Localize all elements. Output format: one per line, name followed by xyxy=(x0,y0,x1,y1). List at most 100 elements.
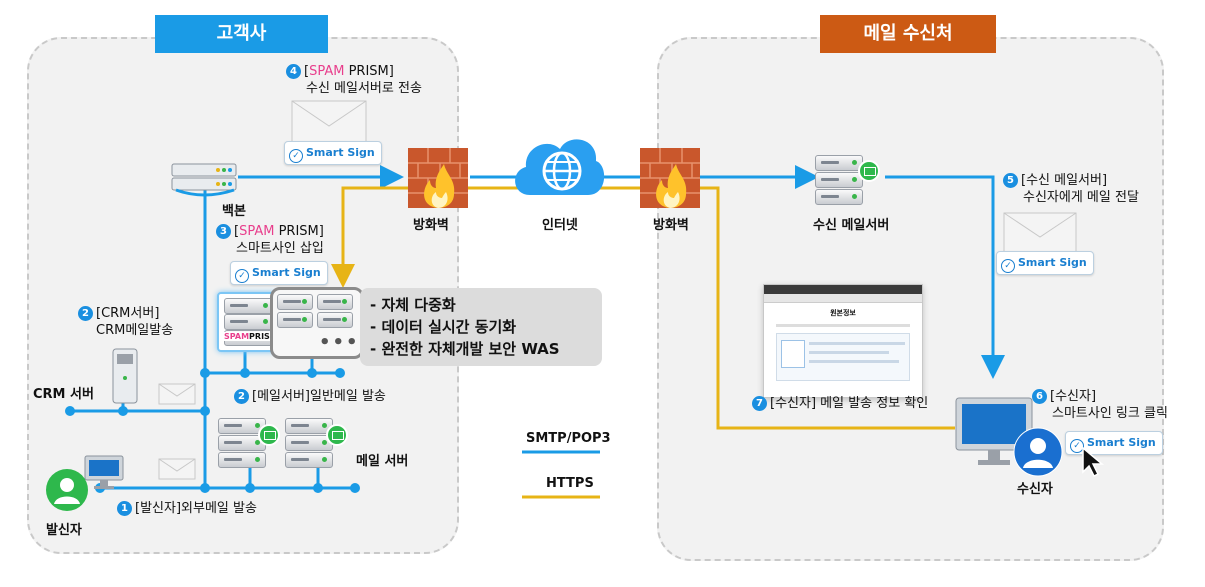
browser-address-bar xyxy=(764,294,922,303)
prism-server-unit xyxy=(277,294,313,310)
sender-label: 발신자 xyxy=(46,523,82,538)
smart-sign-badge-step6[interactable]: ✓Smart Sign xyxy=(1065,431,1163,455)
check-circle-icon: ✓ xyxy=(289,149,303,163)
step4-label: 4[SPAM PRISM] 수신 메일서버로 전송 xyxy=(286,63,422,97)
firewall-left-icon xyxy=(408,148,468,208)
feature-item: - 자체 다중화 xyxy=(370,296,456,314)
browser-smart-sign-icon xyxy=(781,340,805,368)
feature-item: - 완전한 자체개발 보안 WAS xyxy=(370,340,560,358)
step2a-label: 2[CRM서버] CRM메일발송 xyxy=(78,305,173,339)
smart-sign-label: Smart Sign xyxy=(252,266,321,279)
step5-line1: [수신 메일서버] xyxy=(1021,173,1108,188)
browser-page-title: 원본정보 xyxy=(830,309,856,317)
monitor-icon xyxy=(84,455,124,489)
envelope-icon xyxy=(1003,212,1077,254)
mail-server-mail-icon xyxy=(326,424,348,446)
step3-bracket: [ xyxy=(234,224,240,239)
smart-sign-badge-step3[interactable]: ✓Smart Sign xyxy=(230,261,328,285)
step4-bracket: [ xyxy=(304,64,310,79)
step1-text: [발신자]외부메일 발송 xyxy=(135,501,257,516)
more-dots-icon: ••• xyxy=(319,332,360,353)
firewall-right-label: 방화벽 xyxy=(653,218,689,233)
browser-text-line xyxy=(776,324,910,327)
receiver-monitor-icon xyxy=(955,397,1033,465)
internet-label: 인터넷 xyxy=(542,218,578,233)
smart-sign-badge-step4[interactable]: ✓Smart Sign xyxy=(284,141,382,165)
step6-number: 6 xyxy=(1032,389,1047,404)
prism-server-unit xyxy=(317,312,353,328)
spam-prism-cluster-box: ••• xyxy=(270,287,364,359)
step2b-number: 2 xyxy=(234,389,249,404)
step2a-line2: CRM메일발송 xyxy=(96,323,174,338)
sender-avatar-icon xyxy=(46,469,88,511)
prism-server-unit xyxy=(224,314,274,330)
backbone-switch-icon xyxy=(171,163,237,197)
crm-server-icon xyxy=(112,348,138,404)
crm-server-label: CRM 서버 xyxy=(33,387,94,402)
feature-item: - 데이터 실시간 동기화 xyxy=(370,318,517,336)
step3-number: 3 xyxy=(216,224,231,239)
internet-cloud-icon xyxy=(515,139,605,195)
step6-label: 6[수신자] 스마트사인 링크 클릭 xyxy=(1032,388,1168,422)
envelope-icon xyxy=(291,100,367,144)
internal-network xyxy=(70,190,355,490)
envelope-icon xyxy=(158,458,196,480)
firewall-left-label: 방화벽 xyxy=(413,218,449,233)
step1-number: 1 xyxy=(117,501,132,516)
smart-sign-badge-step5[interactable]: ✓Smart Sign xyxy=(996,251,1094,275)
step1-label: 1[발신자]외부메일 발송 xyxy=(117,500,257,517)
recv-server-mail-icon xyxy=(858,160,880,182)
feature-list: - 자체 다중화 - 데이터 실시간 동기화 - 완전한 자체개발 보안 WAS xyxy=(360,288,602,366)
step3-brand-spam: SPAM xyxy=(239,224,275,239)
step6-line1: [수신자] xyxy=(1050,389,1097,404)
spam-prism-logo: SPAMPRISM xyxy=(223,332,279,341)
mail-server-label: 메일 서버 xyxy=(356,454,409,469)
step4-brand-rest: PRISM] xyxy=(344,64,394,79)
step5-number: 5 xyxy=(1003,173,1018,188)
smart-sign-label: Smart Sign xyxy=(1087,436,1156,449)
smtp-line-to-receiver xyxy=(885,175,1005,379)
recv-server-label: 수신 메일서버 xyxy=(813,218,890,233)
browser-titlebar xyxy=(764,285,922,294)
step7-number: 7 xyxy=(752,396,767,411)
recv-server-unit-1 xyxy=(815,155,863,171)
recv-server-unit-2 xyxy=(815,172,863,188)
prism-server-unit xyxy=(224,298,274,314)
mail-server-unit xyxy=(285,452,333,468)
firewall-right-icon xyxy=(640,148,700,208)
step7-text: [수신자] 메일 발송 정보 확인 xyxy=(770,396,929,411)
envelope-icon xyxy=(158,383,196,405)
mail-server-unit xyxy=(218,452,266,468)
legend-smtp-label: SMTP/POP3 xyxy=(526,431,611,446)
smart-sign-label: Smart Sign xyxy=(306,146,375,159)
step3-line2: 스마트사인 삽입 xyxy=(236,241,324,256)
legend-https-label: HTTPS xyxy=(546,476,594,491)
receiver-label: 수신자 xyxy=(1017,482,1053,497)
mouse-cursor-icon xyxy=(1082,446,1105,478)
step2b-label: 2[메일서버]일반메일 발송 xyxy=(234,388,386,405)
step7-label: 7[수신자] 메일 발송 정보 확인 xyxy=(752,395,928,412)
check-circle-icon: ✓ xyxy=(235,269,249,283)
browser-text-line xyxy=(809,342,905,345)
recipient-zone-title: 메일 수신처 xyxy=(820,15,996,53)
receiver-avatar-icon xyxy=(1013,427,1063,477)
prism-server-unit xyxy=(277,312,313,328)
browser-text-line xyxy=(809,351,889,354)
step2a-number: 2 xyxy=(78,306,93,321)
step4-number: 4 xyxy=(286,64,301,79)
step4-line2: 수신 메일서버로 전송 xyxy=(306,81,422,96)
step2b-text: [메일서버]일반메일 발송 xyxy=(252,389,386,404)
backbone-label: 백본 xyxy=(222,204,246,219)
step5-line2: 수신자에게 메일 전달 xyxy=(1023,190,1139,205)
check-circle-icon: ✓ xyxy=(1001,259,1015,273)
step3-label: 3[SPAM PRISM] 스마트사인 삽입 xyxy=(216,223,324,257)
prism-server-unit xyxy=(317,294,353,310)
recv-server-unit-3 xyxy=(815,189,863,205)
mail-server-unit xyxy=(218,418,266,434)
step2a-line1: [CRM서버] xyxy=(96,306,160,321)
browser-window: 원본정보 xyxy=(763,284,923,398)
network-nodes xyxy=(65,368,360,493)
browser-text-line xyxy=(809,360,899,363)
step4-brand-spam: SPAM xyxy=(309,64,345,79)
